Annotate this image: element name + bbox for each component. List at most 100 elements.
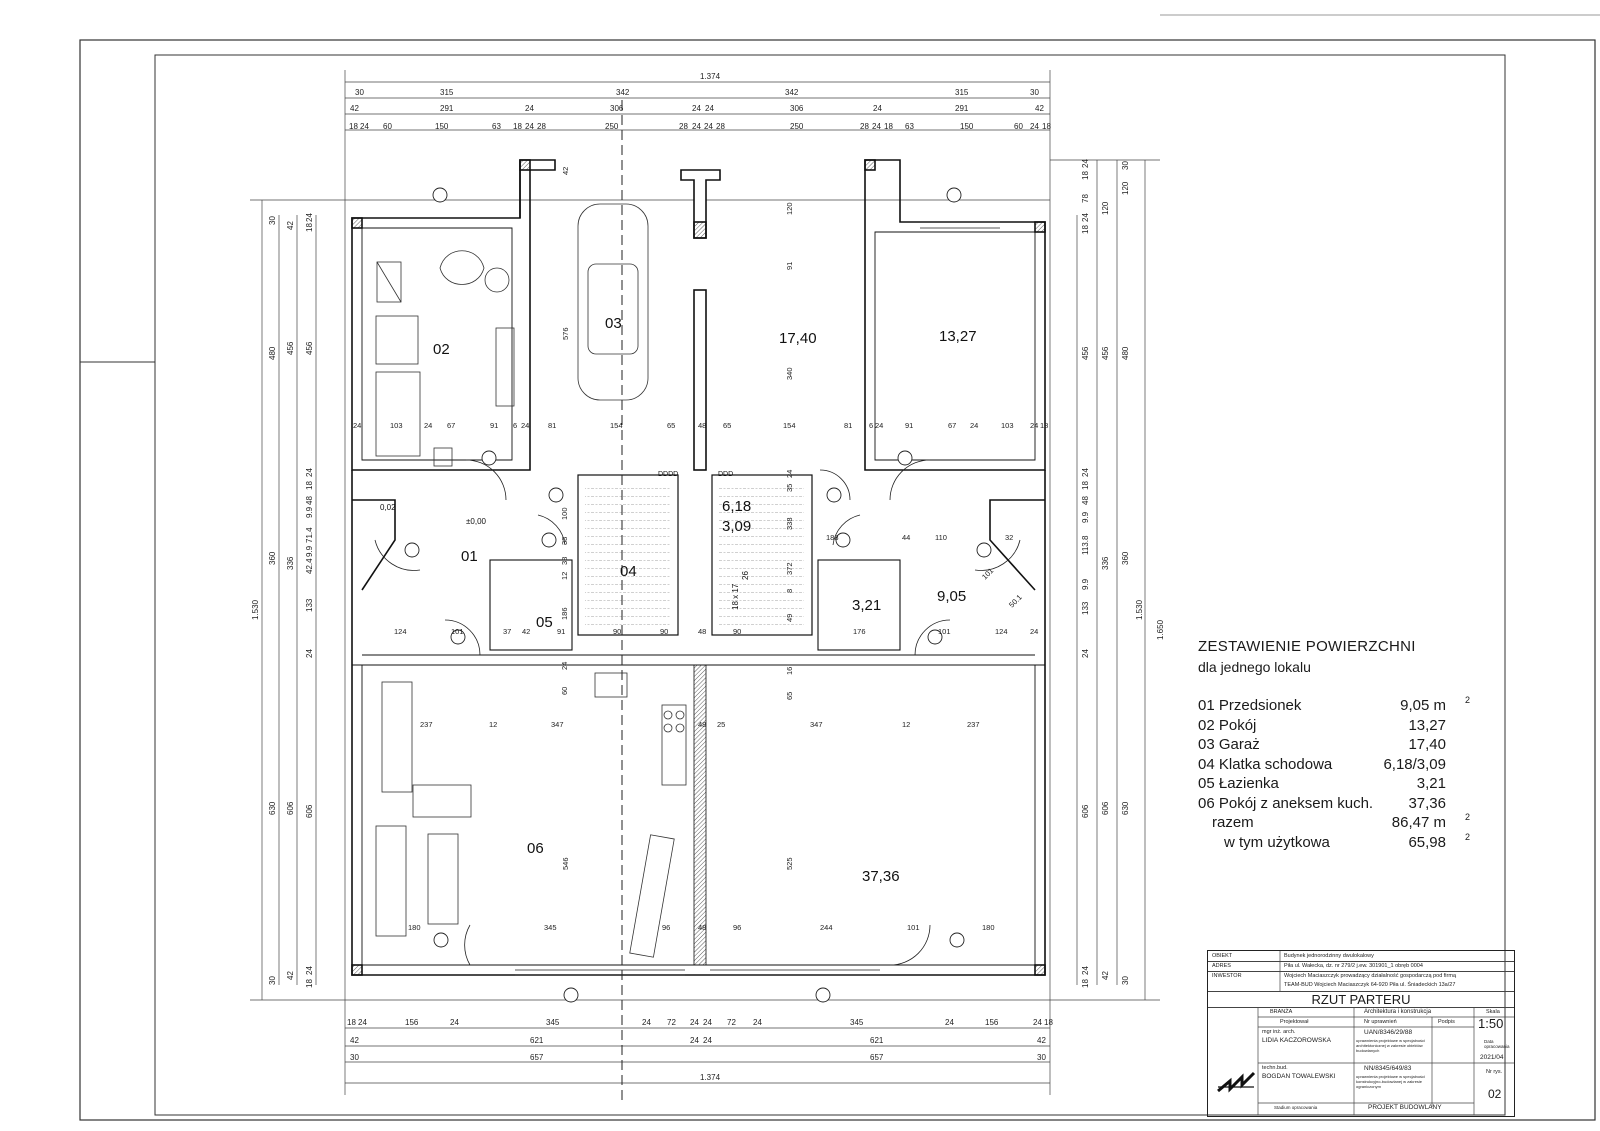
svg-text:67: 67	[447, 421, 455, 430]
dimension-lines	[250, 70, 1160, 1095]
svg-text:24: 24	[358, 1018, 367, 1027]
svg-text:103: 103	[1001, 421, 1014, 430]
svg-text:24: 24	[872, 122, 881, 131]
svg-text:24: 24	[525, 104, 534, 113]
svg-text:176: 176	[853, 627, 866, 636]
svg-text:28: 28	[716, 122, 725, 131]
svg-text:291: 291	[440, 104, 454, 113]
svg-text:8: 8	[785, 589, 794, 593]
svg-text:24: 24	[1081, 213, 1090, 222]
sheet-number: 02	[1488, 1087, 1502, 1101]
svg-text:28: 28	[860, 122, 869, 131]
svg-text:30: 30	[1121, 976, 1130, 985]
svg-text:9.9: 9.9	[305, 506, 314, 518]
svg-text:101: 101	[451, 627, 464, 636]
svg-text:156: 156	[405, 1018, 419, 1027]
svg-text:150: 150	[960, 122, 974, 131]
svg-text:237: 237	[420, 720, 433, 729]
svg-text:630: 630	[268, 801, 277, 815]
svg-text:49: 49	[785, 614, 794, 622]
svg-text:306: 306	[610, 104, 624, 113]
svg-text:180: 180	[982, 923, 995, 932]
svg-text:18: 18	[305, 481, 314, 490]
svg-text:291: 291	[955, 104, 969, 113]
room-05-label: 05	[536, 614, 553, 631]
svg-text:606: 606	[286, 801, 295, 815]
svg-text:336: 336	[286, 556, 295, 570]
svg-text:101: 101	[938, 627, 951, 636]
svg-text:96: 96	[733, 923, 741, 932]
svg-text:37: 37	[503, 627, 511, 636]
room-06-label: 06	[527, 840, 544, 857]
room-labels: 02 03 01 04 05 06 17,40 13,27 6,18 3,09 …	[433, 315, 977, 885]
svg-text:44: 44	[902, 533, 910, 542]
svg-text:336: 336	[1101, 556, 1110, 570]
summary-row: 05 Łazienka 3,21	[1198, 775, 1446, 792]
svg-text:1.530: 1.530	[1135, 599, 1144, 620]
svg-text:9.9: 9.9	[305, 545, 314, 557]
svg-text:24: 24	[1081, 468, 1090, 477]
svg-text:338: 338	[785, 517, 794, 530]
area-summary: ZESTAWIENIE POWIERZCHNI dla jednego loka…	[1198, 638, 1498, 853]
svg-text:71.4: 71.4	[305, 527, 314, 543]
svg-text:120: 120	[1121, 181, 1130, 195]
svg-text:576: 576	[561, 327, 570, 340]
svg-text:360: 360	[268, 551, 277, 565]
svg-text:18: 18	[1081, 481, 1090, 490]
svg-text:42.4: 42.4	[305, 558, 314, 574]
scale-value: 1:50	[1478, 1016, 1504, 1031]
area-bath: 3,21	[852, 597, 881, 614]
stove-label-b: DDD	[718, 471, 733, 478]
svg-text:124: 124	[995, 627, 1008, 636]
svg-text:103: 103	[390, 421, 403, 430]
door-swings	[374, 459, 1021, 966]
bottom-dimension-labels: 18 24 156 24 345 24 72 24 24 72 24 345 2…	[347, 1018, 1053, 1082]
svg-text:24: 24	[705, 104, 714, 113]
windows	[515, 221, 1000, 976]
svg-text:9.9: 9.9	[1081, 578, 1090, 590]
svg-text:90: 90	[660, 627, 668, 636]
svg-text:24: 24	[424, 421, 432, 430]
svg-text:18: 18	[305, 979, 314, 988]
svg-text:24: 24	[1030, 627, 1038, 636]
svg-text:456: 456	[1081, 346, 1090, 360]
svg-text:18: 18	[513, 122, 522, 131]
svg-text:244: 244	[820, 923, 833, 932]
svg-text:48: 48	[698, 923, 706, 932]
svg-text:30: 30	[1037, 1053, 1046, 1062]
svg-text:24: 24	[690, 1018, 699, 1027]
svg-text:24: 24	[945, 1018, 954, 1027]
summary-row: 03 Garaż 17,40	[1198, 736, 1446, 753]
top-dimension-labels: 1.374 30 315 342 342 315 30 42 291 24 30…	[349, 72, 1051, 131]
svg-text:24: 24	[873, 104, 882, 113]
svg-text:72: 72	[727, 1018, 736, 1027]
area-room: 13,27	[939, 328, 977, 345]
svg-text:24: 24	[305, 468, 314, 477]
svg-text:65: 65	[785, 692, 794, 700]
svg-text:32: 32	[1005, 533, 1013, 542]
svg-text:100: 100	[560, 507, 569, 520]
svg-text:67: 67	[948, 421, 956, 430]
designer-name: LIDIA KACZOROWSKA	[1262, 1037, 1331, 1044]
svg-text:372: 372	[785, 562, 794, 575]
right-dimension-labels: 1.530 1.650 30 120 480 360 630 30 120 45…	[1081, 159, 1165, 988]
svg-text:25: 25	[717, 720, 725, 729]
svg-text:250: 250	[605, 122, 619, 131]
svg-text:525: 525	[785, 857, 794, 870]
svg-text:113.8: 113.8	[1081, 535, 1090, 555]
svg-text:24: 24	[1033, 1018, 1042, 1027]
svg-text:60: 60	[560, 687, 569, 695]
area-living: 37,36	[862, 868, 900, 885]
svg-text:345: 345	[544, 923, 557, 932]
svg-text:657: 657	[870, 1053, 884, 1062]
svg-text:18: 18	[1081, 225, 1090, 234]
svg-text:24: 24	[703, 1036, 712, 1045]
svg-text:1.650: 1.650	[1156, 619, 1165, 640]
svg-text:24: 24	[305, 213, 314, 222]
furniture	[375, 203, 687, 958]
svg-text:24: 24	[521, 421, 529, 430]
drawing-title: RZUT PARTERU	[1311, 992, 1411, 1007]
level-entry-step: 0,02	[380, 503, 396, 512]
svg-text:90: 90	[733, 627, 741, 636]
